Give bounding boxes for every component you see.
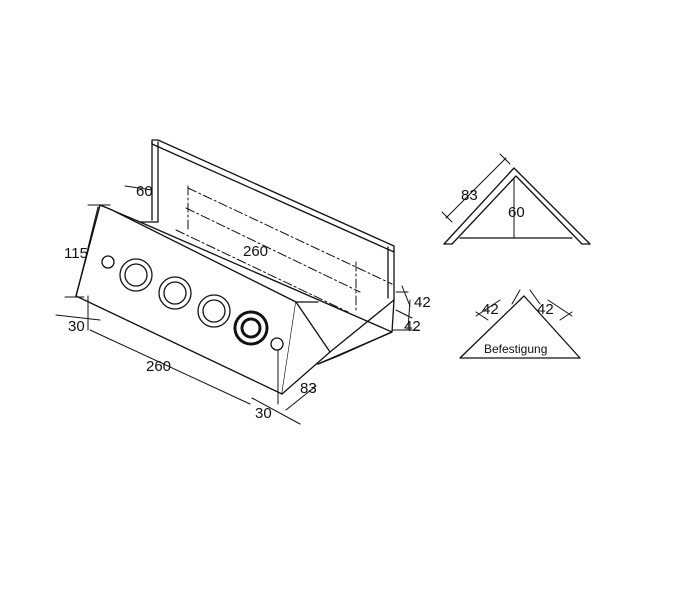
profile-triangle bbox=[441, 153, 591, 245]
mount-view-labels: 42 42 Befestigung bbox=[482, 301, 554, 356]
dim-end-lower: 42 bbox=[404, 318, 421, 335]
mount-label: Befestigung bbox=[484, 342, 547, 356]
dim-back-length: 260 bbox=[243, 243, 268, 260]
dim-height: 115 bbox=[64, 245, 88, 262]
mount-triangle bbox=[459, 289, 581, 359]
front-panel bbox=[75, 204, 395, 395]
mount-dim-right: 42 bbox=[537, 301, 554, 318]
dim-end-upper: 42 bbox=[414, 294, 431, 311]
speaker-grille bbox=[233, 310, 269, 346]
dimension-lines bbox=[55, 185, 419, 425]
dim-left-offset: 30 bbox=[68, 318, 85, 335]
main-view-labels: 60 260 115 30 260 30 83 42 42 bbox=[64, 183, 431, 422]
dim-right-offset: 30 bbox=[255, 405, 272, 422]
mount-hole-left bbox=[101, 255, 115, 269]
profile-dim-height: 60 bbox=[508, 204, 525, 221]
profile-dim-side: 83 bbox=[461, 187, 478, 204]
socket-1 bbox=[119, 258, 153, 292]
mount-dim-left: 42 bbox=[482, 301, 499, 318]
socket-2 bbox=[158, 276, 192, 310]
dim-top-offset: 60 bbox=[136, 183, 153, 200]
profile-view-labels: 83 60 bbox=[461, 187, 525, 221]
dim-front-length: 260 bbox=[146, 358, 171, 375]
back-panel bbox=[151, 139, 395, 301]
socket-3 bbox=[197, 294, 231, 328]
dim-depth: 83 bbox=[300, 380, 317, 397]
construction-lines bbox=[175, 185, 393, 313]
mount-hole-right bbox=[270, 337, 284, 351]
